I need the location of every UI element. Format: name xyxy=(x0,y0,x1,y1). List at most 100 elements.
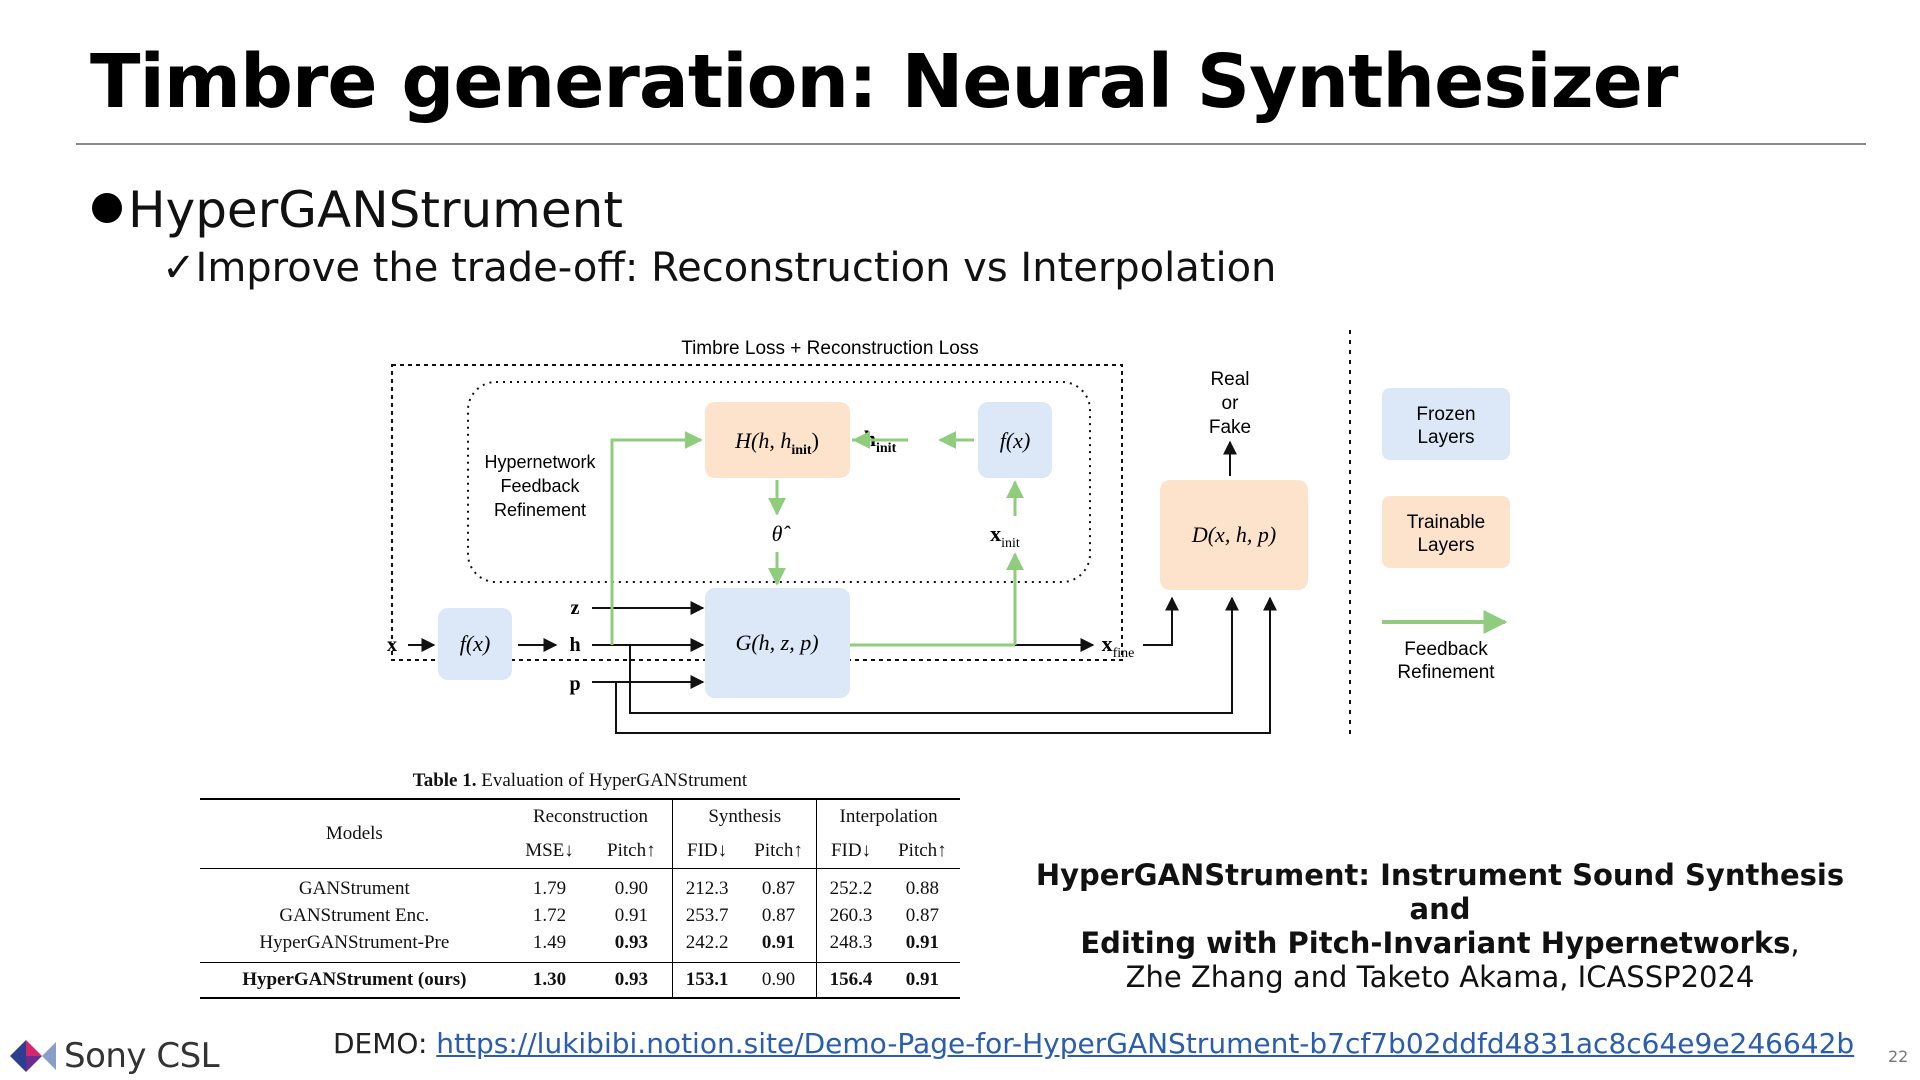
model-name-cell: GANStrument Enc. xyxy=(279,905,430,926)
hypernetwork-label-line2: Feedback xyxy=(500,476,580,496)
sony-csl-logo: Sony CSL xyxy=(10,1036,220,1076)
table-caption-text: Evaluation of HyperGANStrument xyxy=(481,770,748,791)
encoder-node-top xyxy=(978,402,1052,478)
results-table-block: Table 1. Evaluation of HyperGANStrument … xyxy=(200,768,960,999)
table-caption-label: Table 1. xyxy=(412,770,477,791)
real-fake-label-line1: Real xyxy=(1210,369,1249,390)
demo-line: DEMO: https://lukibibi.notion.site/Demo-… xyxy=(333,1027,1854,1061)
paper-title-line1: HyperGANStrument: Instrument Sound Synth… xyxy=(1035,858,1845,926)
table-row-ours: HyperGANStrument (ours) 1.30 0.93 153.1 … xyxy=(200,962,960,999)
table-cell: 0.91 xyxy=(905,932,940,953)
group-header-reconstruction: Reconstruction xyxy=(508,798,673,834)
table-row: HyperGANStrument-Pre 1.49 0.93 242.2 0.9… xyxy=(200,929,960,963)
paper-title-line2-wrap: Editing with Pitch-Invariant Hypernetwor… xyxy=(1010,926,1870,960)
discriminator-node xyxy=(1160,480,1308,590)
metric-header: Pitch↑ xyxy=(740,834,817,869)
table-cell: 248.3 xyxy=(816,929,885,963)
paper-reference: HyperGANStrument: Instrument Sound Synth… xyxy=(1010,858,1870,994)
table-cell: 153.1 xyxy=(672,962,741,999)
real-fake-label-line2: or xyxy=(1222,393,1240,414)
sub-bullet-text: Improve the trade-off: Reconstruction vs… xyxy=(195,245,1277,291)
table-cell: 0.90 xyxy=(614,878,648,899)
model-name-cell: HyperGANStrument (ours) xyxy=(200,962,509,999)
green-feedback-arrows xyxy=(610,431,1024,647)
table-cell: 0.90 xyxy=(740,962,817,999)
table-cell: 0.93 xyxy=(590,962,673,999)
sony-csl-logo-icon xyxy=(10,1040,56,1072)
table-cell: 0.91 xyxy=(884,962,960,999)
table-cell: 0.87 xyxy=(761,905,796,926)
hypernetwork-label-line3: Refinement xyxy=(494,500,586,520)
x-init-label: xinit xyxy=(990,521,1020,551)
z-label: z xyxy=(571,597,580,619)
legend-feedback-line2: Refinement xyxy=(1397,662,1495,683)
table-row: GANStrument 1.79 0.90 212.3 0.87 252.2 0… xyxy=(200,868,960,902)
paper-title-comma: , xyxy=(1790,926,1800,960)
table-cell: 1.79 xyxy=(532,878,567,899)
metric-header: Pitch↑ xyxy=(884,834,960,869)
paper-title-line2: Editing with Pitch-Invariant Hypernetwor… xyxy=(1080,926,1791,960)
group-header-interpolation: Interpolation xyxy=(816,798,960,834)
table-cell: 0.88 xyxy=(905,878,940,899)
table-cell: 253.7 xyxy=(672,902,741,929)
table-cell: 242.2 xyxy=(672,929,741,963)
hypernetwork-node-label: H(h, hinit) xyxy=(734,428,819,458)
main-bullet: HyperGANStrument xyxy=(92,180,623,240)
page-number: 22 xyxy=(1888,1047,1909,1066)
h-label: h xyxy=(569,634,580,656)
p-label: p xyxy=(569,673,580,695)
legend-trainable-swatch xyxy=(1382,496,1510,568)
x-fine-label: xfine xyxy=(1102,631,1135,661)
table-cell: 212.3 xyxy=(672,868,741,902)
table-cell: 0.87 xyxy=(905,905,940,926)
paper-authors: Zhe Zhang and Taketo Akama, ICASSP2024 xyxy=(1125,960,1755,994)
table-caption: Table 1. Evaluation of HyperGANStrument xyxy=(200,768,960,794)
table-cell: 1.30 xyxy=(508,962,591,999)
table-cell: 1.49 xyxy=(532,932,567,953)
demo-label: DEMO: xyxy=(333,1027,437,1060)
generator-node xyxy=(705,588,850,698)
encoder-node-top-label: f(x) xyxy=(1000,428,1031,453)
table-row: GANStrument Enc. 1.72 0.91 253.7 0.87 26… xyxy=(200,902,960,929)
results-table: Models Reconstruction Synthesis Interpol… xyxy=(200,798,960,999)
metric-header: FID↓ xyxy=(672,834,741,869)
legend-feedback-line1: Feedback xyxy=(1404,639,1488,660)
group-header-synthesis: Synthesis xyxy=(672,798,817,834)
models-header: Models xyxy=(200,798,509,869)
model-name-cell: HyperGANStrument-Pre xyxy=(259,932,450,953)
hypernetwork-node xyxy=(705,402,850,478)
metric-header: Pitch↑ xyxy=(590,834,673,869)
checkmark-icon: ✓ xyxy=(162,245,196,291)
discriminator-node-label: D(x, h, p) xyxy=(1191,522,1276,547)
table-cell: 0.91 xyxy=(761,932,796,953)
demo-link[interactable]: https://lukibibi.notion.site/Demo-Page-f… xyxy=(436,1027,1855,1060)
table-cell: 252.2 xyxy=(816,868,885,902)
main-bullet-text: HyperGANStrument xyxy=(128,181,623,239)
table-cell: 0.91 xyxy=(614,905,648,926)
sub-bullet: ✓Improve the trade-off: Reconstruction v… xyxy=(162,242,1276,294)
logo-text: Sony CSL xyxy=(64,1036,220,1076)
table-cell: 0.93 xyxy=(614,932,648,953)
loss-label: Timbre Loss + Reconstruction Loss xyxy=(681,338,979,359)
hypernetwork-label-line1: Hypernetwork xyxy=(484,452,596,472)
legend-trainable-line2: Layers xyxy=(1417,535,1474,556)
input-x-label: x xyxy=(387,634,397,656)
theta-hat-label: θ̂ xyxy=(772,521,792,546)
encoder-node-left-label: f(x) xyxy=(460,631,491,656)
title-divider xyxy=(76,143,1866,145)
legend-frozen-swatch xyxy=(1382,388,1510,460)
table-cell: 156.4 xyxy=(816,962,885,999)
model-name-cell: GANStrument xyxy=(298,878,410,899)
slide-title: Timbre generation: Neural Synthesizer xyxy=(90,39,1678,125)
encoder-node-left xyxy=(438,608,512,680)
architecture-diagram: Timbre Loss + Reconstruction Loss Hypern… xyxy=(360,320,1560,740)
table-cell: 1.72 xyxy=(532,905,567,926)
metric-header: FID↓ xyxy=(816,834,885,869)
bullet-dot-icon xyxy=(92,193,122,223)
generator-node-label: G(h, z, p) xyxy=(735,630,818,655)
real-fake-label-line3: Fake xyxy=(1209,417,1251,438)
legend-frozen-line1: Frozen xyxy=(1416,404,1475,425)
table-cell: 0.87 xyxy=(761,878,796,899)
legend-trainable-line1: Trainable xyxy=(1407,512,1486,533)
metric-header: MSE↓ xyxy=(508,834,591,869)
